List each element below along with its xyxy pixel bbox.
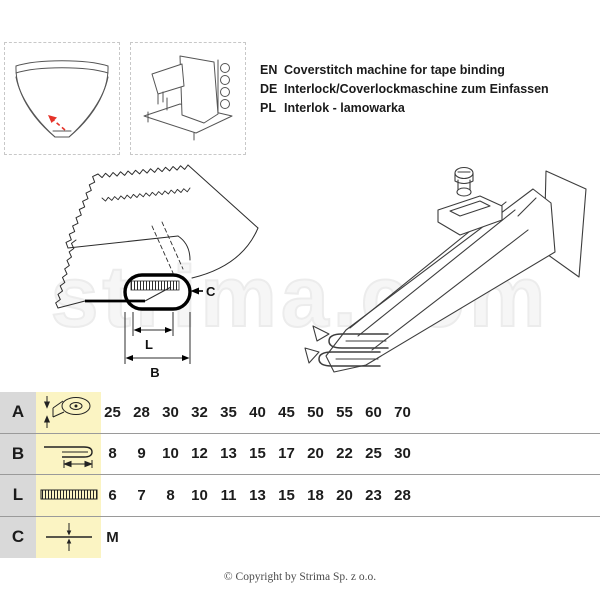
table-value: 28	[133, 403, 150, 421]
screw-head	[454, 166, 474, 180]
tape-roll-width-icon	[43, 396, 90, 429]
lang-text: Interlok - lamowarka	[284, 101, 405, 115]
row-values: 6 7 8 10 11 13 15 18 20 23 28	[98, 475, 417, 516]
table-value: 40	[249, 403, 266, 421]
table-value: 8	[108, 445, 117, 463]
table-row: A 25 28 30 32 35 40 45 50 55 60 70	[0, 392, 600, 434]
lang-row-pl: PL Interlok - lamowarka	[260, 99, 549, 118]
table-value: M	[106, 528, 119, 546]
pinked-edge-top	[97, 164, 189, 179]
table-value: 13	[220, 445, 237, 463]
machine-sketch	[143, 55, 233, 141]
row-values: 25 28 30 32 35 40 45 50 55 60 70	[98, 392, 417, 433]
lang-code: DE	[260, 82, 278, 96]
dimension-c: C	[190, 284, 216, 299]
tape-hatch-strip	[130, 280, 180, 291]
pinked-edge-lower	[55, 239, 77, 309]
table-value: 28	[394, 486, 411, 504]
table-value: 20	[336, 486, 353, 504]
binder-attachment-drawing	[304, 166, 587, 373]
pinked-edge-left	[65, 173, 99, 249]
row-key: C	[0, 516, 36, 558]
binding-pointer-red-arrow	[48, 115, 66, 131]
table-value: 60	[365, 403, 382, 421]
table-value: 20	[307, 445, 324, 463]
table-value: 18	[307, 486, 324, 504]
table-value: 45	[278, 403, 295, 421]
language-descriptions: EN Coverstitch machine for tape binding …	[260, 61, 549, 118]
table-value: 30	[394, 445, 411, 463]
finished-binding-width-icon	[40, 489, 97, 500]
guide-finger-lower	[304, 347, 320, 364]
table-value: 8	[166, 486, 175, 504]
lang-row-de: DE Interlock/Coverlockmaschine zum Einfa…	[260, 80, 549, 99]
machine-thumbnail-frame	[130, 42, 246, 155]
table-value: 22	[336, 445, 353, 463]
lang-text: Interlock/Coverlockmaschine zum Einfasse…	[284, 82, 549, 96]
tape-fold-width-icon	[43, 446, 93, 468]
binding-cross-section	[123, 273, 192, 311]
table-value: 50	[307, 403, 324, 421]
row-key: A	[0, 392, 36, 433]
table-value: 13	[249, 486, 266, 504]
table-value: 32	[191, 403, 208, 421]
guide-finger-upper	[312, 325, 330, 342]
table-value: 15	[278, 486, 295, 504]
table-value: 11	[220, 486, 237, 504]
table-value: 70	[394, 403, 411, 421]
lang-code: EN	[260, 63, 278, 77]
fabric-binding-diagram: C L B	[55, 164, 259, 380]
table-row: L 6 7 8 10 11 13 15 18 20 23 28	[0, 475, 600, 517]
lang-code: PL	[260, 101, 276, 115]
table-value: 6	[108, 486, 117, 504]
lang-text: Coverstitch machine for tape binding	[284, 63, 505, 77]
garment-thumbnail-frame	[4, 42, 120, 155]
table-value: 9	[137, 445, 146, 463]
row-values: M	[98, 517, 127, 559]
table-row: C M	[0, 516, 600, 559]
table-value: 23	[365, 486, 382, 504]
table-value: 12	[191, 445, 208, 463]
row-key: L	[0, 475, 36, 516]
dimension-l: L	[132, 312, 174, 352]
screw-washer	[456, 187, 472, 197]
copyright-text: © Copyright by Strima Sp. z o.o.	[223, 571, 377, 583]
table-value: 15	[249, 445, 266, 463]
table-value: 10	[162, 445, 179, 463]
panties-sketch	[15, 60, 109, 138]
lang-row-en: EN Coverstitch machine for tape binding	[260, 61, 549, 80]
table-value: 10	[191, 486, 208, 504]
table-value: 7	[137, 486, 146, 504]
overlock-stitch-row	[101, 187, 191, 202]
table-value: 30	[162, 403, 179, 421]
table-value: 25	[365, 445, 382, 463]
dimension-b: B	[124, 312, 191, 380]
dimension-table: A 25 28 30 32 35 40 45 50 55 60 70 B	[0, 392, 600, 558]
table-value: 17	[278, 445, 295, 463]
table-value: 55	[336, 403, 353, 421]
svg-text:C: C	[206, 284, 216, 299]
fabric-thickness-icon	[45, 523, 92, 552]
tape-outlet-lower	[318, 351, 381, 367]
tape-outlet-upper	[328, 333, 389, 349]
table-value: 35	[220, 403, 237, 421]
svg-text:B: B	[150, 365, 159, 380]
row-key: B	[0, 433, 36, 474]
table-row: B 8 9 10 12 13 15 17 20 22 25 30	[0, 433, 600, 475]
row-values: 8 9 10 12 13 15 17 20 22 25 30	[98, 434, 417, 475]
table-value: 25	[104, 403, 121, 421]
svg-text:L: L	[145, 337, 153, 352]
